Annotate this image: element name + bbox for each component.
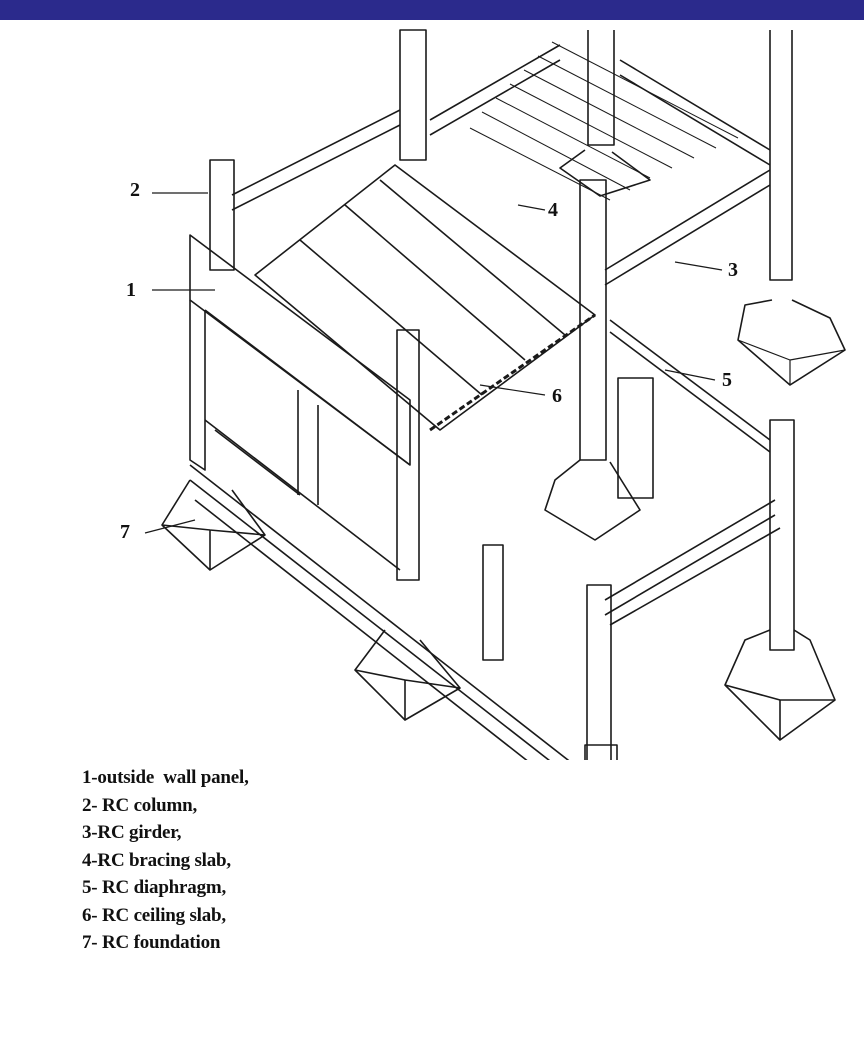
column-right-front [769, 419, 795, 651]
callout-5: 5 [722, 369, 732, 391]
callout-2: 2 [130, 179, 140, 201]
legend-item-2: 2- RC column, [82, 794, 198, 816]
pier-middle [482, 544, 504, 661]
legend-item-5: 5- RC diaphragm, [82, 877, 227, 898]
callout-3: 3 [728, 259, 738, 281]
structural-frame-drawing [144, 29, 846, 760]
column-center [579, 179, 607, 461]
column-front-left [396, 329, 420, 581]
callout-4: 4 [548, 199, 558, 221]
footing-right-front [724, 629, 836, 741]
legend: 1-outside wall panel, 2- RC column, 3-RC… [82, 764, 249, 957]
opening [617, 377, 654, 499]
footing-right-back [737, 299, 846, 386]
girder-right [604, 169, 771, 286]
callout-7: 7 [120, 521, 130, 543]
top-back-beams [231, 44, 771, 211]
right-bracing-beam [604, 499, 781, 626]
legend-item-3: 3-RC girder, [82, 822, 182, 843]
back-columns [399, 29, 793, 281]
callout-1: 1 [126, 279, 136, 301]
ceiling-slab [254, 164, 596, 432]
legend-item-4: 4-RC bracing slab, [82, 849, 231, 871]
legend-item-1: 1-outside wall panel, [82, 767, 249, 788]
footing-front-middle [354, 629, 461, 721]
legend-item-7: 7- RC foundation [82, 932, 221, 953]
outside-wall-panel [189, 234, 411, 571]
leader-lines [144, 192, 723, 534]
header-bar [0, 0, 864, 20]
column-front-right [586, 584, 612, 760]
legend-item-6: 6- RC ceiling slab, [82, 904, 226, 926]
footing-center [544, 459, 641, 541]
column-left [209, 159, 235, 271]
front-grade-beam [189, 464, 570, 760]
footing-front-left [161, 479, 266, 571]
footing-back-middle [559, 149, 651, 197]
diaphragm [609, 319, 771, 453]
callout-6: 6 [552, 385, 562, 407]
